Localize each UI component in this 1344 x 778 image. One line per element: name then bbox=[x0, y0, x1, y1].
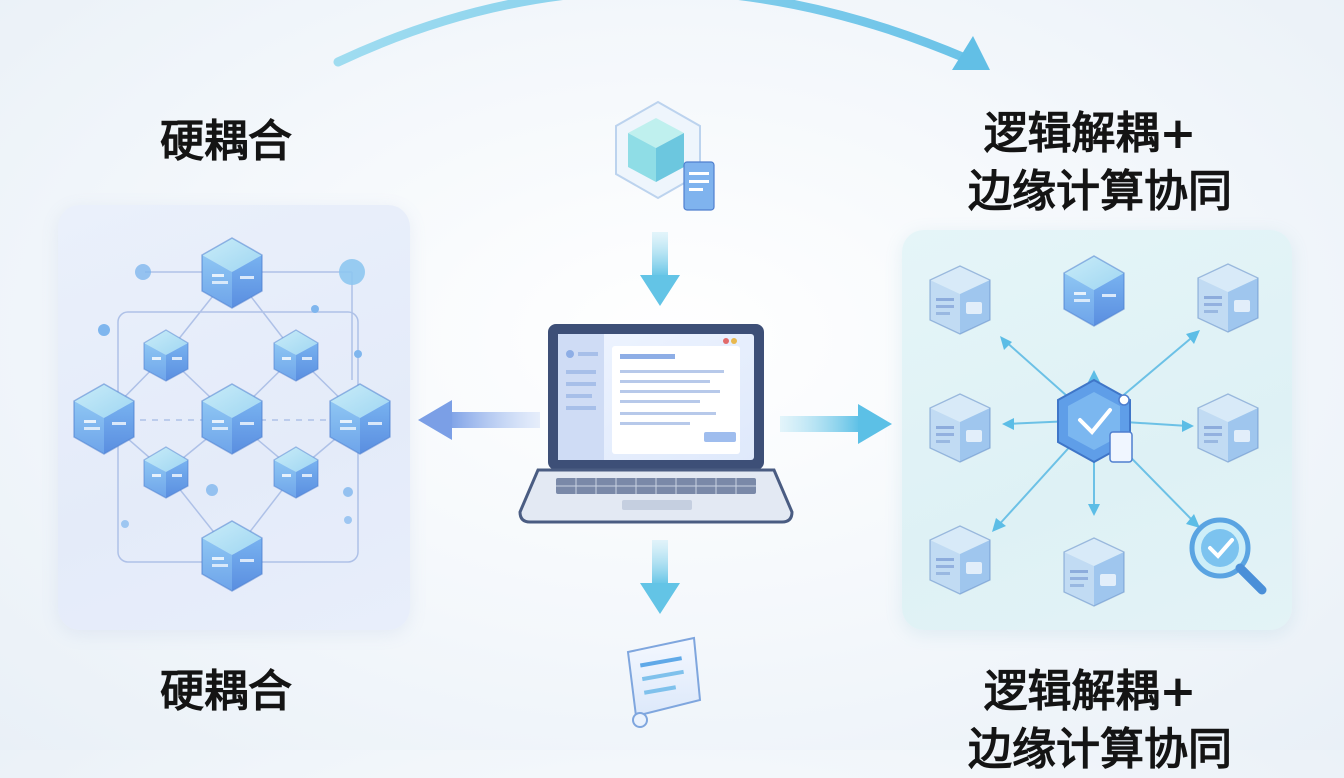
right-panel-arrowheads bbox=[992, 330, 1200, 532]
right-top-label-line1: 逻辑解耦+ bbox=[983, 108, 1197, 159]
server-module-icon bbox=[929, 525, 991, 595]
left-panel-cubes bbox=[73, 237, 391, 592]
laptop-icon bbox=[518, 324, 794, 524]
top-arc-arrowhead bbox=[952, 36, 990, 70]
diagram-canvas bbox=[73, 0, 1267, 728]
cube-upper-right-icon bbox=[273, 329, 319, 382]
cube-module-icon bbox=[1063, 255, 1125, 327]
right-arrow bbox=[780, 404, 892, 444]
down-arrow-upper bbox=[640, 232, 680, 306]
left-bottom-label: 硬耦合 bbox=[160, 666, 292, 717]
cube-right-icon bbox=[329, 383, 391, 455]
top-arc-arrow bbox=[333, 0, 970, 67]
server-module-icon bbox=[1063, 537, 1125, 607]
magnifier-check-icon bbox=[1189, 517, 1267, 595]
cube-upper-left-icon bbox=[143, 329, 189, 382]
server-module-icon bbox=[929, 393, 991, 463]
right-bottom-label-line1: 逻辑解耦+ bbox=[983, 666, 1197, 717]
left-top-label: 硬耦合 bbox=[160, 116, 292, 167]
server-module-icon bbox=[1197, 263, 1259, 333]
server-module-icon bbox=[929, 265, 991, 335]
document-scroll-icon bbox=[626, 636, 702, 728]
left-panel-dots bbox=[98, 259, 365, 528]
hexagon-cube-icon bbox=[615, 100, 715, 211]
right-top-label-line2: 边缘计算协同 bbox=[968, 166, 1232, 217]
cube-bottom-icon bbox=[201, 520, 263, 592]
cube-center-icon bbox=[201, 383, 263, 455]
server-module-icon bbox=[1197, 393, 1259, 463]
hub-hexagon-icon bbox=[1057, 378, 1133, 464]
down-arrow-lower bbox=[640, 540, 680, 614]
left-arrow bbox=[418, 400, 540, 440]
cube-left-icon bbox=[73, 383, 135, 455]
cube-lower-right-icon bbox=[273, 446, 319, 499]
